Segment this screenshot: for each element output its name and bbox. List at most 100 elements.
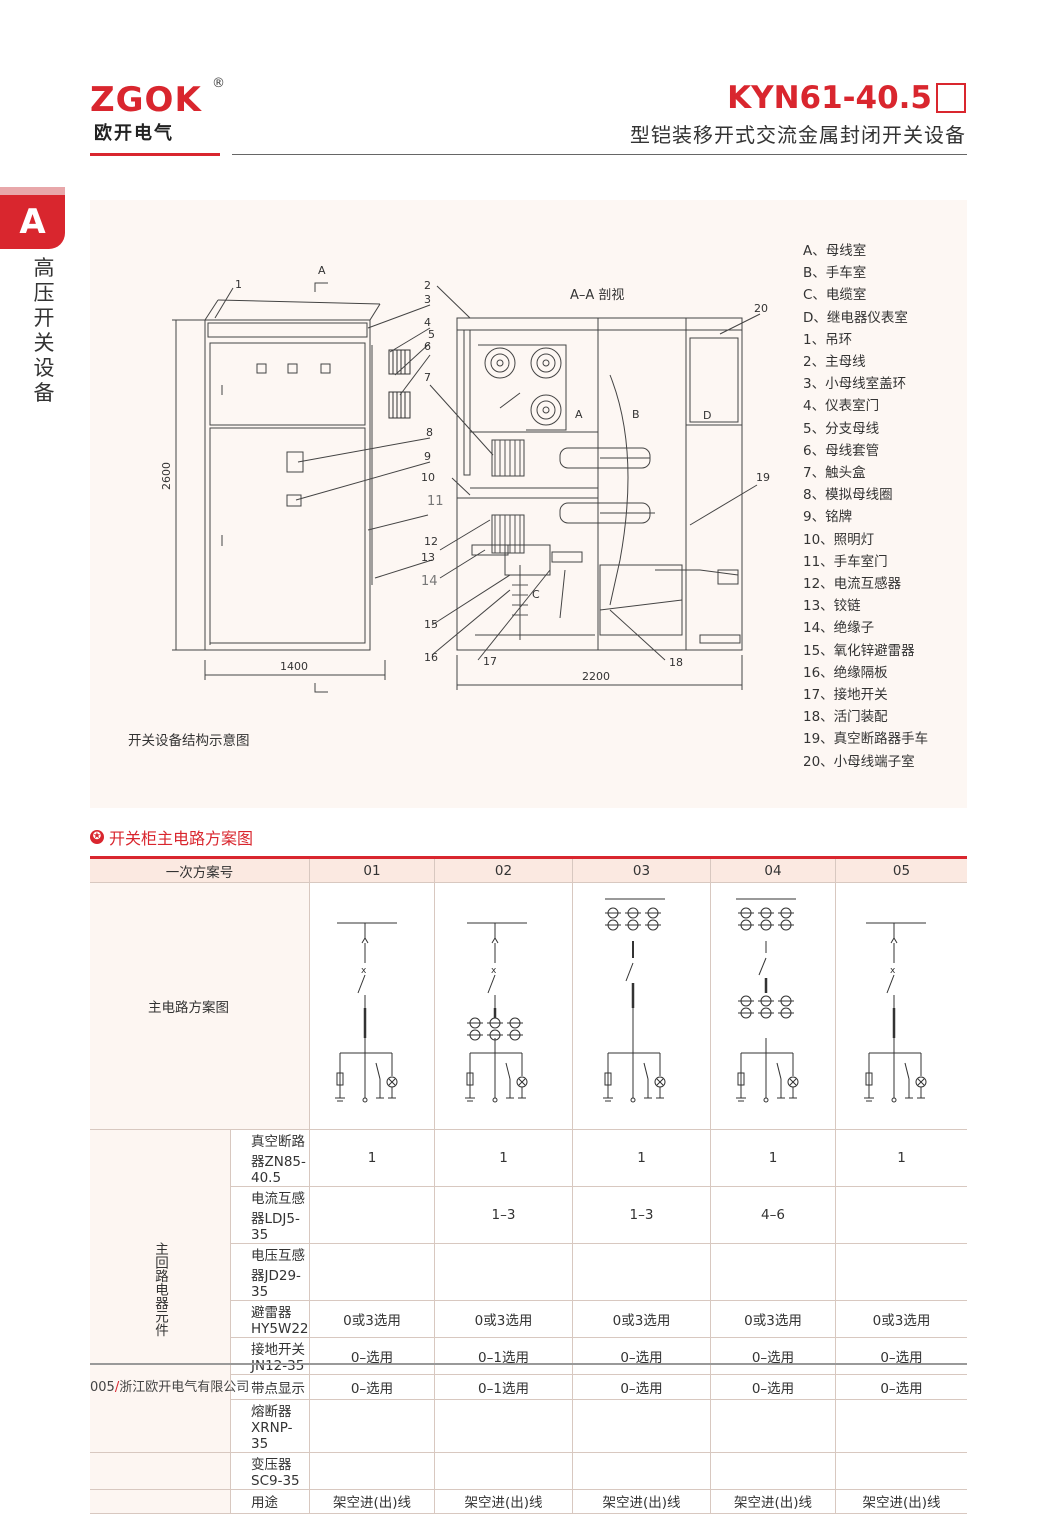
row-value: 0或3选用 [835, 1300, 967, 1338]
row-value: 0或3选用 [710, 1300, 836, 1338]
circuit-diagram-01 [309, 882, 435, 1130]
row-value [835, 1186, 967, 1244]
figure-caption: 开关设备结构示意图 [128, 733, 250, 749]
row-value: 0–1选用 [434, 1374, 573, 1400]
callout-1: 1 [235, 278, 242, 291]
row-value [710, 1243, 836, 1301]
row-value: 0或3选用 [434, 1300, 573, 1338]
diagram-label: 主电路方案图 [90, 882, 310, 1130]
row-label: 电流互感器LDJ5-35 [230, 1186, 310, 1244]
legend-item: D、继电器仪表室 [803, 309, 908, 326]
legend-item: 3、小母线室盖环 [803, 376, 907, 393]
legend-item: 14、绝缘子 [803, 620, 875, 637]
legend-item: 7、触头盒 [803, 465, 866, 482]
side-section-view [429, 285, 761, 690]
scheme-number: 04 [710, 859, 836, 883]
row-value [309, 1243, 435, 1301]
row-value: 0–1选用 [434, 1337, 573, 1375]
scheme-table: 一次方案号 01 02 03 04 05 主电路方案图 主回路电器元件真空断路器… [90, 859, 967, 1514]
callout-9: 9 [424, 450, 431, 463]
callout-20: 20 [754, 302, 768, 315]
legend-item: 16、绝缘隔板 [803, 664, 888, 681]
footer-separator: / [114, 1380, 120, 1395]
company-name: 浙江欧开电气有限公司 [119, 1380, 250, 1395]
row-value: 0–选用 [710, 1337, 836, 1375]
group-label: 主回路电器元件 [90, 1129, 231, 1453]
legend-item: C、电缆室 [803, 287, 867, 304]
section-title: ✪开关柜主电路方案图 [90, 825, 253, 849]
sidebar-label: 高压开关设备 [33, 256, 55, 405]
row-value: 1 [434, 1129, 573, 1187]
callout-17: 17 [483, 655, 497, 668]
legend-item: 2、主母线 [803, 354, 866, 371]
callout-12: 12 [424, 535, 438, 548]
row-label: 电压互感器JD29-35 [230, 1243, 310, 1301]
row-value [309, 1186, 435, 1244]
callout-10: 10 [421, 471, 435, 484]
row-value: 架空进(出)线 [710, 1489, 836, 1514]
row-value [309, 1399, 435, 1453]
legend-item: 12、电流互感器 [803, 576, 902, 593]
row-label: 用途 [230, 1489, 310, 1514]
chamber-a: A [575, 408, 583, 421]
row-value: 架空进(出)线 [434, 1489, 573, 1514]
row-value [835, 1452, 967, 1490]
callout-16: 16 [424, 651, 438, 664]
row-label: 接地开关JN12-35 [230, 1337, 310, 1375]
row-value [434, 1399, 573, 1453]
row-value: 0–选用 [835, 1374, 967, 1400]
row-value: 0或3选用 [309, 1300, 435, 1338]
legend-item: 10、照明灯 [803, 531, 875, 548]
row-value [572, 1399, 711, 1453]
table-row: 变压器SC9-35 [90, 1452, 967, 1490]
callout-11: 11 [427, 494, 444, 509]
row-value: 0–选用 [309, 1374, 435, 1400]
row-value [434, 1452, 573, 1490]
legend-item: 18、活门装配 [803, 709, 888, 726]
empty-cell [90, 1489, 231, 1514]
callout-19: 19 [756, 471, 770, 484]
section-label: A–A 剖视 [570, 288, 624, 303]
scheme-number: 01 [309, 859, 435, 883]
row-value: 0–选用 [710, 1374, 836, 1400]
row-label: 避雷器HY5W22 [230, 1300, 310, 1338]
row-label: 熔断器XRNP-35 [230, 1399, 310, 1453]
diagram-row: 主电路方案图 [90, 882, 967, 1130]
legend-item: 20、小母线端子室 [803, 753, 915, 770]
legend-item: 5、分支母线 [803, 420, 880, 437]
group-label-text: 主回路电器元件 [152, 1241, 168, 1337]
legend-item: 6、母线套管 [803, 442, 880, 459]
star-icon: ✪ [90, 830, 104, 844]
footer: 005/浙江欧开电气有限公司 [90, 1376, 249, 1395]
legend-item: 15、氧化锌避雷器 [803, 642, 915, 659]
legend-item: 4、仪表室门 [803, 398, 880, 415]
cut-mark-label: A [318, 264, 326, 277]
callout-4: 4 [424, 316, 431, 329]
row-value: 1 [309, 1129, 435, 1187]
row-label: 带点显示 [230, 1374, 310, 1400]
product-subtitle: 型铠装移开式交流金属封闭开关设备 [630, 123, 966, 147]
circuit-diagram-05 [835, 882, 967, 1130]
table-row: 用途架空进(出)线架空进(出)线架空进(出)线架空进(出)线架空进(出)线 [90, 1489, 967, 1514]
page-number: 005 [90, 1380, 115, 1395]
table-header-row: 一次方案号 01 02 03 04 05 [90, 859, 967, 883]
dim-height: 2600 [160, 462, 173, 490]
row-value [710, 1399, 836, 1453]
legend-item: 13、铰链 [803, 598, 861, 615]
dim-width-front: 1400 [280, 660, 308, 673]
empty-cell [90, 1452, 231, 1490]
front-view [172, 282, 433, 693]
row-value [710, 1452, 836, 1490]
sidebar-accent [0, 187, 65, 195]
row-value: 架空进(出)线 [572, 1489, 711, 1514]
circuit-03-icon [573, 883, 710, 1125]
callout-18: 18 [669, 656, 683, 669]
structure-drawing: 2600 1400 2200 A A–A 剖视 A B C D 1 2 3 4 … [160, 264, 770, 693]
row-value: 0或3选用 [572, 1300, 711, 1338]
section-rule [90, 856, 967, 859]
